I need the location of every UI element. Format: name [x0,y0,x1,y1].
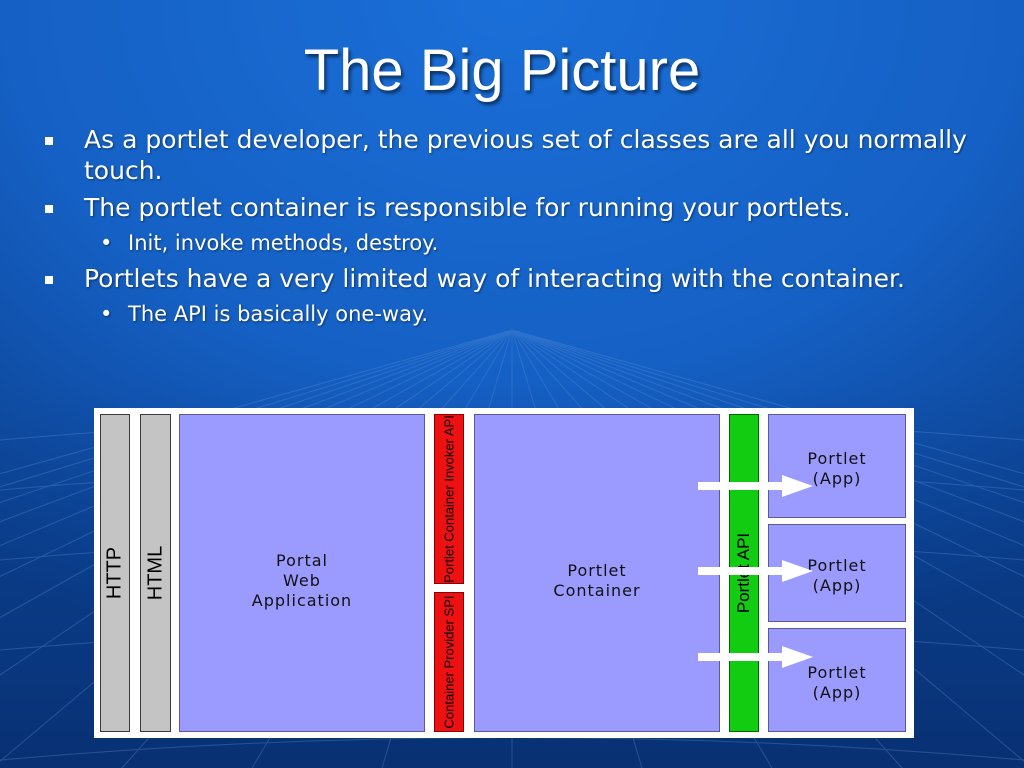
html-layer: HTML [140,414,171,732]
sub-bullet-item: • Init, invoke methods, destroy. [44,229,984,257]
html-label: HTML [144,545,166,601]
arrow-right-icon [698,646,813,668]
portlet-app-block: Portlet (App) [768,414,906,518]
provider-spi-block: Container Provider SPI [434,592,464,732]
container-label-line: Container [553,581,641,600]
arrow-right-icon [698,475,813,497]
portlet-app-name: Portlet [807,663,867,682]
sub-bullet-text: The API is basically one-way. [128,302,429,326]
slide-title: The Big Picture [303,38,701,103]
portlet-app-sub: (App) [812,576,862,595]
square-bullet-icon [45,137,53,145]
portlet-app-name: Portlet [807,556,867,575]
portlet-app-block: Portlet (App) [768,628,906,732]
portlet-app-name: Portlet [807,449,867,468]
bullet-text: As a portlet developer, the previous set… [84,125,967,185]
portlet-app-sub: (App) [812,683,862,702]
sub-bullet-text: Init, invoke methods, destroy. [128,231,439,255]
bullet-item: Portlets have a very limited way of inte… [44,263,984,294]
bullet-list: As a portlet developer, the previous set… [44,124,984,334]
portal-label-line: Web [283,571,321,590]
portal-web-application-block: Portal Web Application [179,414,425,732]
container-label-line: Portlet [567,561,627,580]
http-layer: HTTP [100,414,130,732]
bullet-item: The portlet container is responsible for… [44,192,984,223]
bullet-text: Portlets have a very limited way of inte… [84,264,905,293]
square-bullet-icon [45,276,53,284]
square-bullet-icon [45,205,53,213]
provider-spi-label: Container Provider SPI [441,595,457,729]
invoker-api-label: Portlet Container Invoker API [441,415,457,583]
bullet-text: The portlet container is responsible for… [84,193,851,222]
invoker-api-block: Portlet Container Invoker API [434,414,464,584]
portlet-app-sub: (App) [812,469,862,488]
portal-label-line: Portal [276,551,328,570]
http-label: HTTP [103,546,126,600]
arrow-right-icon [698,560,813,582]
portal-label-line: Application [251,591,353,610]
architecture-diagram: HTTP HTML Portal Web Application Portlet… [94,408,914,738]
bullet-item: As a portlet developer, the previous set… [44,124,984,186]
round-bullet-icon: • [100,231,113,255]
sub-bullet-item: • The API is basically one-way. [44,300,984,328]
portlet-container-block: Portlet Container [474,414,720,732]
round-bullet-icon: • [100,302,113,326]
